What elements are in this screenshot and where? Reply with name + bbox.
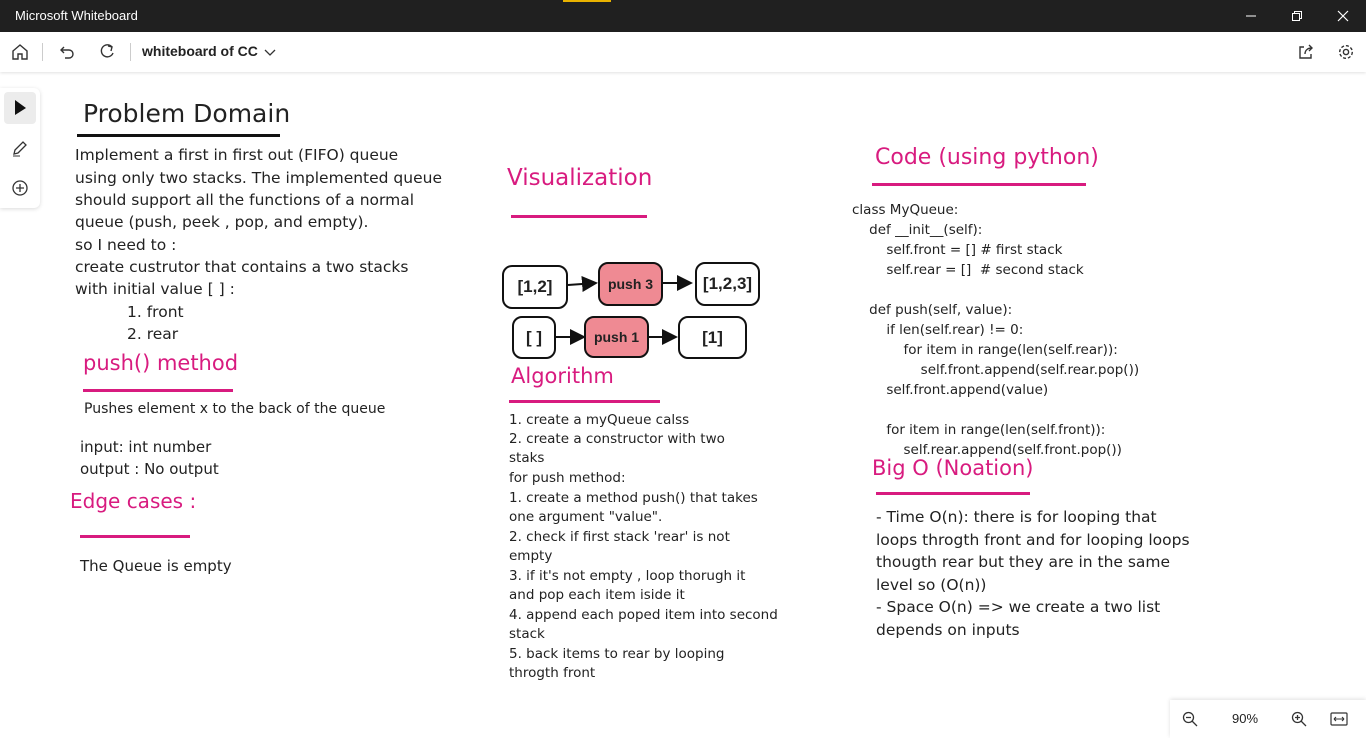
add-icon[interactable] xyxy=(4,172,36,204)
heading-underline xyxy=(509,400,660,403)
stack-node: [1] xyxy=(678,316,747,359)
problem-line: should support all the functions of a no… xyxy=(75,191,415,209)
code-line: for item in range(len(self.rear)): xyxy=(852,342,1118,358)
code-line: def __init__(self): xyxy=(852,222,983,238)
redo-icon[interactable] xyxy=(94,40,120,64)
algorithm-line: 4. append each poped item into second xyxy=(509,607,778,623)
code-line: for item in range(len(self.front)): xyxy=(852,422,1106,438)
problem-line: 1. front xyxy=(127,303,184,321)
problem-line: create custrutor that contains a two sta… xyxy=(75,258,409,276)
code-line: class MyQueue: xyxy=(852,202,959,218)
zoom-in-icon[interactable] xyxy=(1287,708,1311,730)
big-o-line: - Space O(n) => we create a two list xyxy=(876,598,1161,616)
toolbar-separator xyxy=(42,43,43,61)
heading-underline xyxy=(876,492,1030,495)
algorithm-line: 1. create a myQueue calss xyxy=(509,412,690,428)
problem-line: with initial value [ ] : xyxy=(75,280,235,298)
push-node: push 1 xyxy=(584,316,649,358)
home-icon[interactable] xyxy=(7,40,33,64)
zoom-level[interactable]: 90% xyxy=(1231,711,1259,726)
zoom-controls: 90% xyxy=(1170,700,1366,738)
problem-line: so I need to : xyxy=(75,236,177,254)
algorithm-line: 2. create a constructor with two xyxy=(509,431,725,447)
zoom-out-icon[interactable] xyxy=(1178,708,1202,730)
restore-button[interactable] xyxy=(1274,0,1320,32)
problem-line: using only two stacks. The implemented q… xyxy=(75,169,442,187)
minimize-button[interactable] xyxy=(1228,0,1274,32)
big-o-line: loops throgth front and for looping loop… xyxy=(876,531,1190,549)
heading-underline xyxy=(77,134,280,137)
algorithm-line: 3. if it's not empty , loop thorugh it xyxy=(509,568,746,584)
algorithm-line: 1. create a method push() that takes xyxy=(509,490,758,506)
big-o-heading: Big O (Noation) xyxy=(872,456,1034,480)
push-method-output: output : No output xyxy=(80,460,219,478)
algorithm-line: empty xyxy=(509,548,553,564)
problem-line: queue (push, peek , pop, and empty). xyxy=(75,213,369,231)
push-method-heading: push() method xyxy=(83,351,239,375)
gear-icon[interactable] xyxy=(1333,40,1359,64)
stack-node: [1,2,3] xyxy=(695,262,760,306)
big-o-line: thougth rear but they are in the same xyxy=(876,553,1171,571)
toolbar-separator xyxy=(130,43,131,61)
algorithm-line: one argument "value". xyxy=(509,509,663,525)
code-line: self.front.append(value) xyxy=(852,382,1049,398)
problem-line: Implement a first in first out (FIFO) qu… xyxy=(75,146,399,164)
edge-cases-heading: Edge cases : xyxy=(70,489,197,513)
heading-underline xyxy=(80,535,190,538)
algorithm-line: 2. check if first stack 'rear' is not xyxy=(509,529,730,545)
select-tool[interactable] xyxy=(4,92,36,124)
app-toolbar: whiteboard of CC xyxy=(0,32,1366,72)
big-o-line: - Time O(n): there is for looping that xyxy=(876,508,1157,526)
title-bar: Microsoft Whiteboard xyxy=(0,0,1366,32)
algorithm-heading: Algorithm xyxy=(511,364,614,388)
problem-line: 2. rear xyxy=(127,325,179,343)
pen-tool[interactable] xyxy=(4,132,36,164)
code-line: self.front.append(self.rear.pop()) xyxy=(852,362,1140,378)
algorithm-line: stack xyxy=(509,626,545,642)
close-button[interactable] xyxy=(1320,0,1366,32)
big-o-line: level so (O(n)) xyxy=(876,576,987,594)
heading-underline xyxy=(511,215,647,218)
title-accent xyxy=(563,0,611,2)
algorithm-line: staks xyxy=(509,450,545,466)
stack-node: [1,2] xyxy=(502,265,568,309)
big-o-line: depends on inputs xyxy=(876,621,1020,639)
undo-icon[interactable] xyxy=(54,40,80,64)
code-line: self.rear = [] # second stack xyxy=(852,262,1084,278)
tool-palette xyxy=(0,88,40,208)
share-icon[interactable] xyxy=(1293,40,1319,64)
board-title[interactable]: whiteboard of CC xyxy=(142,43,258,59)
code-line: def push(self, value): xyxy=(852,302,1013,318)
code-heading: Code (using python) xyxy=(875,145,1099,170)
heading-underline xyxy=(83,389,233,392)
algorithm-line: 5. back items to rear by looping xyxy=(509,646,725,662)
chevron-down-icon[interactable] xyxy=(257,40,283,64)
edge-case-text: The Queue is empty xyxy=(80,557,232,575)
code-line: if len(self.rear) != 0: xyxy=(852,322,1024,338)
fit-to-screen-icon[interactable] xyxy=(1327,708,1351,730)
algorithm-line: and pop each item iside it xyxy=(509,587,685,603)
visualization-heading: Visualization xyxy=(507,165,653,191)
push-method-desc: Pushes element x to the back of the queu… xyxy=(84,401,386,417)
stack-node: [ ] xyxy=(512,316,556,359)
push-method-input: input: int number xyxy=(80,438,212,456)
heading-underline xyxy=(872,183,1086,186)
algorithm-line: for push method: xyxy=(509,470,626,486)
problem-heading: Problem Domain xyxy=(83,99,291,128)
push-node: push 3 xyxy=(598,262,663,306)
algorithm-line: throgth front xyxy=(509,665,596,681)
code-line: self.front = [] # first stack xyxy=(852,242,1063,258)
app-title: Microsoft Whiteboard xyxy=(15,8,138,23)
code-line: self.rear.append(self.front.pop()) xyxy=(852,442,1122,458)
